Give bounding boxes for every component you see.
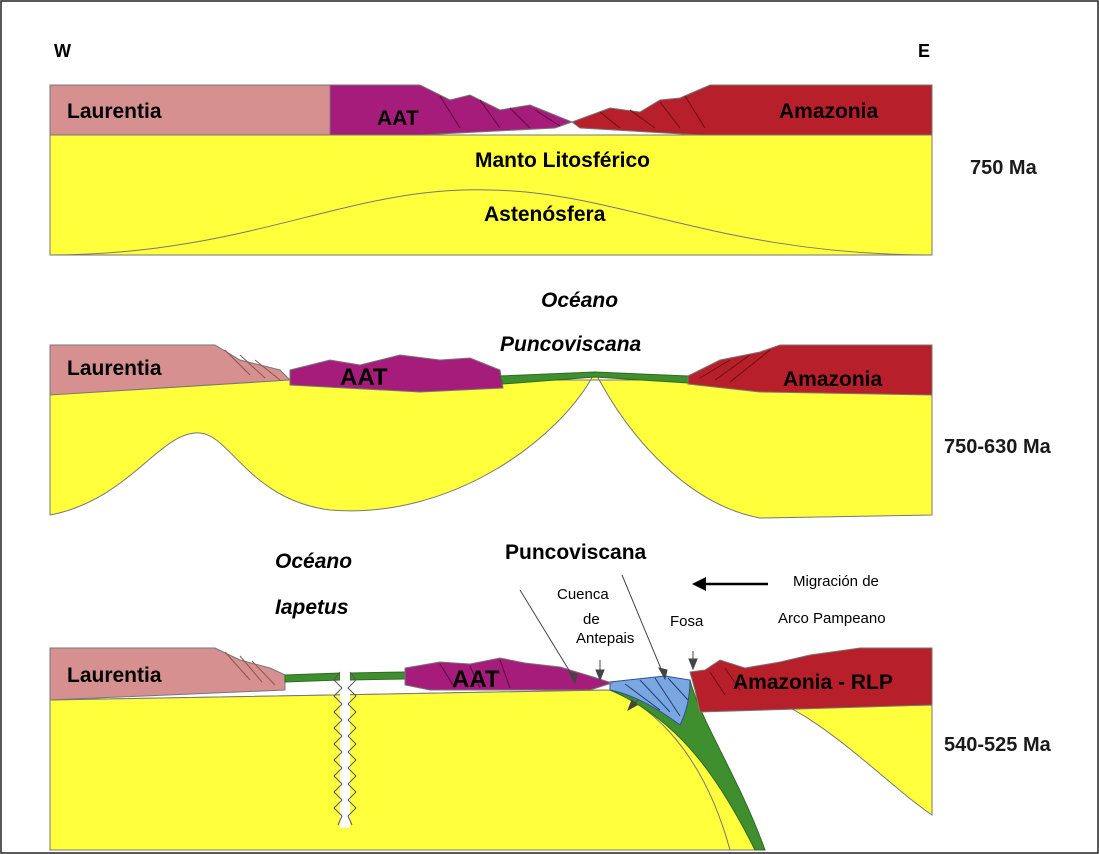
- iapetus-crust-west-3: [285, 673, 340, 682]
- aat-label-1: AAT: [377, 107, 419, 130]
- east-label: E: [918, 41, 930, 61]
- ocean-gap-3: [340, 668, 350, 828]
- fosa-label-3: Fosa: [670, 613, 704, 630]
- iapetus-label-3a: Océano: [275, 550, 352, 573]
- asthenosphere-label-1: Astenósfera: [484, 203, 606, 226]
- cuenca-label-3a: Cuenca: [557, 586, 609, 603]
- amazonia-label-3: Amazonia - RLP: [733, 671, 893, 694]
- age-label-3: 540-525 Ma: [944, 734, 1052, 756]
- puncoviscana-label-3: Puncoviscana: [505, 541, 647, 564]
- amazonia-label-1: Amazonia: [779, 100, 879, 123]
- panel-750ma: Laurentia AAT Amazonia Manto Litosférico…: [50, 85, 1038, 255]
- laurentia-label-2: Laurentia: [67, 357, 162, 380]
- mantle-body-2: [50, 372, 932, 518]
- migration-label-3b: Arco Pampeano: [778, 610, 886, 627]
- migration-arrow-3: [692, 577, 768, 591]
- ocean-label-2b: Puncoviscana: [500, 333, 642, 356]
- age-label-1: 750 Ma: [970, 157, 1038, 179]
- ocean-label-2a: Océano: [541, 289, 618, 312]
- aat-label-2: AAT: [340, 364, 388, 391]
- cuenca-label-3b: de: [583, 611, 600, 628]
- panel-540-525ma: Océano Iapetus Puncoviscana Cuenca de An…: [50, 541, 1052, 850]
- mantle-label-1: Manto Litosférico: [475, 149, 650, 172]
- mantle-body-3b: [50, 690, 730, 850]
- age-label-2: 750-630 Ma: [944, 436, 1052, 458]
- cuenca-label-3c: Antepais: [576, 630, 634, 647]
- west-label: W: [54, 41, 71, 61]
- aat-block-2: [290, 355, 503, 392]
- panel-750-630ma: Océano Puncoviscana Laurentia AAT Amazon…: [50, 289, 1052, 518]
- laurentia-label-1: Laurentia: [67, 100, 162, 123]
- amazonia-label-2: Amazonia: [783, 368, 883, 391]
- aat-label-3: AAT: [452, 666, 500, 693]
- iapetus-crust-east-3: [350, 672, 405, 680]
- migration-label-3a: Migración de: [793, 573, 879, 590]
- iapetus-label-3b: Iapetus: [275, 596, 349, 619]
- laurentia-label-3: Laurentia: [67, 664, 162, 687]
